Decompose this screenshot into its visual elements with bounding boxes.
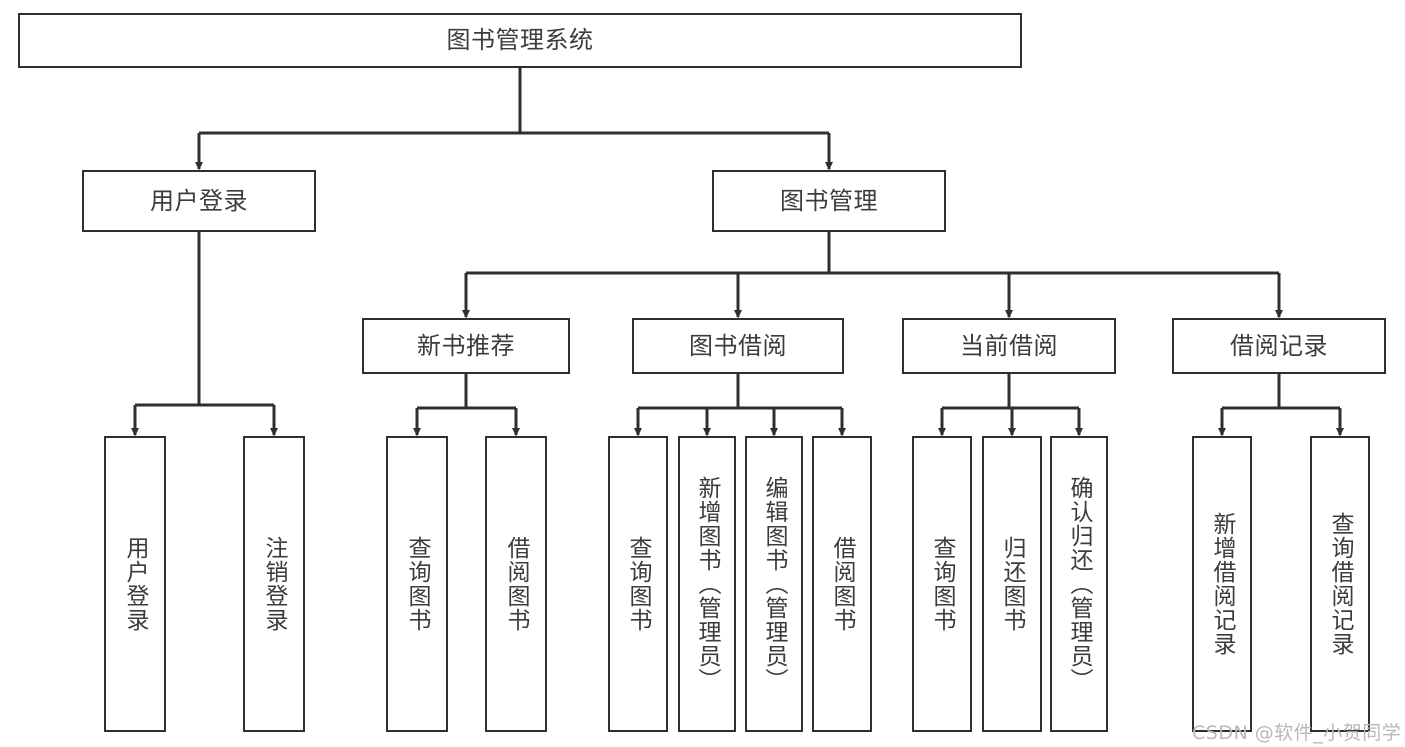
node-leaf-confirm-return[interactable]: 确认归还（管理员） [1050, 436, 1108, 732]
node-leaf-return-book[interactable]: 归还图书 [982, 436, 1042, 732]
node-leaf-query-book-borrow[interactable]: 查询图书 [608, 436, 668, 732]
node-label-leaf-query-borrow-record: 查询借阅记录 [1327, 512, 1354, 656]
node-root[interactable]: 图书管理系统 [18, 13, 1022, 68]
node-leaf-borrow-book-rec[interactable]: 借阅图书 [485, 436, 547, 732]
node-user-login[interactable]: 用户登录 [82, 170, 316, 232]
node-label-leaf-confirm-return: 确认归还（管理员） [1066, 476, 1093, 692]
node-label-leaf-query-book-current: 查询图书 [929, 536, 956, 632]
node-label-root: 图书管理系统 [446, 26, 594, 55]
node-leaf-add-book[interactable]: 新增图书（管理员） [678, 436, 736, 732]
node-leaf-borrow-book[interactable]: 借阅图书 [812, 436, 872, 732]
node-label-leaf-return-book: 归还图书 [999, 536, 1026, 632]
node-book-manage[interactable]: 图书管理 [712, 170, 946, 232]
node-label-leaf-query-book-rec: 查询图书 [404, 536, 431, 632]
node-label-leaf-query-book-borrow: 查询图书 [625, 536, 652, 632]
node-leaf-user-logout[interactable]: 注销登录 [243, 436, 305, 732]
node-leaf-add-borrow-record[interactable]: 新增借阅记录 [1192, 436, 1252, 732]
node-label-leaf-user-login: 用户登录 [122, 536, 149, 632]
node-leaf-user-login[interactable]: 用户登录 [104, 436, 166, 732]
node-label-book-manage: 图书管理 [780, 186, 878, 215]
node-label-leaf-edit-book: 编辑图书（管理员） [761, 476, 788, 692]
node-borrow-record[interactable]: 借阅记录 [1172, 318, 1386, 374]
node-leaf-query-book-current[interactable]: 查询图书 [912, 436, 972, 732]
node-label-leaf-borrow-book-rec: 借阅图书 [503, 536, 530, 632]
node-leaf-query-book-rec[interactable]: 查询图书 [386, 436, 448, 732]
node-label-leaf-add-book: 新增图书（管理员） [694, 476, 721, 692]
node-label-borrow-record: 借阅记录 [1230, 331, 1328, 360]
node-new-book-recommend[interactable]: 新书推荐 [362, 318, 570, 374]
node-label-current-borrow: 当前借阅 [960, 331, 1058, 360]
node-label-leaf-user-logout: 注销登录 [261, 536, 288, 632]
node-label-book-borrow: 图书借阅 [689, 331, 787, 360]
node-leaf-edit-book[interactable]: 编辑图书（管理员） [745, 436, 803, 732]
node-book-borrow[interactable]: 图书借阅 [632, 318, 844, 374]
node-label-user-login: 用户登录 [150, 186, 248, 215]
node-label-new-book-recommend: 新书推荐 [417, 331, 515, 360]
connector-group [130, 68, 1345, 437]
node-label-leaf-add-borrow-record: 新增借阅记录 [1209, 512, 1236, 656]
node-current-borrow[interactable]: 当前借阅 [902, 318, 1116, 374]
node-label-leaf-borrow-book: 借阅图书 [829, 536, 856, 632]
node-leaf-query-borrow-record[interactable]: 查询借阅记录 [1310, 436, 1370, 732]
